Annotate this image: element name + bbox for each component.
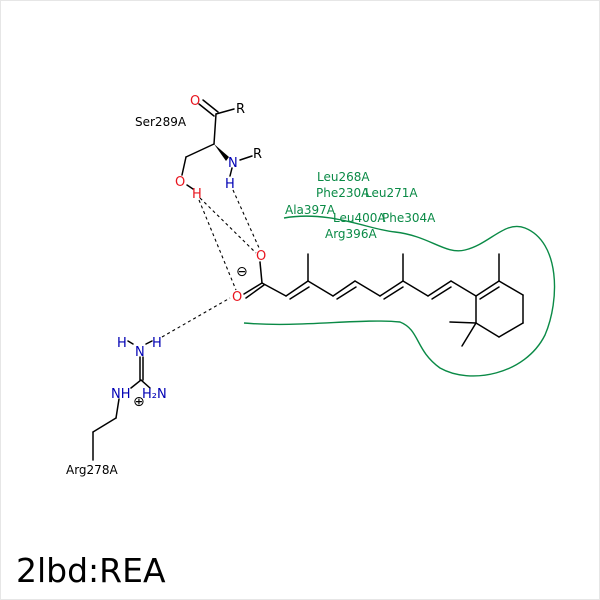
pocket-residue-label: Leu400A bbox=[333, 211, 386, 225]
hbond-ho-o1 bbox=[199, 197, 257, 254]
bond-ne-cd bbox=[115, 398, 120, 419]
bond-cd-cg bbox=[92, 417, 117, 433]
hydrogen-bonds bbox=[161, 189, 261, 338]
chain-bond-9 bbox=[450, 280, 477, 297]
bond-c-o2-double bbox=[245, 284, 265, 299]
guanidine-h2n: H₂N bbox=[142, 387, 167, 402]
positive-charge-icon: ⊕ bbox=[133, 394, 145, 410]
guanidine-hydrogen-1: H bbox=[117, 336, 127, 351]
bond-co-double-a bbox=[198, 103, 215, 117]
bond-cbeta-o bbox=[181, 156, 187, 176]
hbond-arg-o2 bbox=[161, 297, 231, 338]
chain-bond-3 bbox=[307, 280, 334, 297]
hydroxyl-hydrogen: H bbox=[192, 187, 202, 202]
chain-bond-8-double bbox=[431, 286, 452, 300]
bond-n-h2 bbox=[145, 340, 153, 345]
ring-bond-4 bbox=[498, 322, 524, 338]
bond-cz-nh bbox=[130, 379, 142, 389]
chain-bond-4-double bbox=[336, 286, 357, 300]
guanidine-nitrogen: N bbox=[135, 345, 145, 360]
chain-bond-6-double bbox=[383, 286, 404, 300]
r-group-top: R bbox=[236, 102, 245, 117]
ring-bond-1 bbox=[475, 280, 500, 297]
ring-bond-2 bbox=[498, 280, 524, 296]
chain-bond-8 bbox=[427, 280, 452, 297]
retinoic-acid-ligand bbox=[243, 253, 524, 347]
chain-bond-5 bbox=[354, 280, 381, 297]
chain-bond-1 bbox=[261, 282, 287, 297]
carboxylate-oxygen-1: O bbox=[256, 249, 266, 264]
ligand-title: 2lbd:REA bbox=[16, 551, 166, 590]
negative-charge-icon: ⊖ bbox=[236, 264, 248, 280]
chain-bond-6 bbox=[379, 280, 404, 297]
bond-o-h bbox=[186, 184, 194, 190]
bond-n-h1 bbox=[127, 340, 134, 345]
gem-methyl-1 bbox=[449, 321, 477, 324]
wedge-bond bbox=[214, 144, 229, 161]
bond-c-o1 bbox=[259, 261, 263, 284]
hydroxyl-oxygen: O bbox=[175, 175, 185, 190]
bond-n-h bbox=[229, 167, 233, 177]
hbond-nh-o1 bbox=[232, 189, 261, 251]
pocket-residue-label: Leu268A bbox=[317, 170, 370, 184]
carboxylate-oxygen-2: O bbox=[232, 290, 242, 305]
gem-methyl-2 bbox=[461, 322, 477, 347]
guanidine-nh: NH bbox=[111, 387, 131, 402]
hbond-ho-o2 bbox=[198, 199, 237, 291]
guanidine-hydrogen-2: H bbox=[152, 336, 162, 351]
pocket-residue-label: Arg396A bbox=[325, 227, 377, 241]
r-group-n: R bbox=[253, 147, 262, 162]
bond-c-o2 bbox=[243, 282, 263, 295]
ring-bond-5 bbox=[475, 322, 500, 338]
bond-co-double-b bbox=[202, 99, 219, 113]
bond-c-r bbox=[215, 108, 235, 115]
pocket-residue-label: Leu271A bbox=[365, 186, 418, 200]
chain-bond-4 bbox=[332, 280, 356, 297]
chain-bond-2-double bbox=[289, 286, 310, 300]
serine-nitrogen: N bbox=[228, 156, 238, 171]
pocket-residue-label: Ala397A bbox=[285, 203, 336, 217]
ring-bond-1-double bbox=[479, 286, 500, 300]
bond-cz-nh2 bbox=[140, 379, 151, 389]
serine-residue bbox=[181, 99, 253, 190]
bond-calpha-cbeta bbox=[185, 143, 215, 158]
bond-n-r bbox=[239, 155, 253, 161]
bond-c-calpha bbox=[213, 113, 217, 145]
residue-label-arg: Arg278A bbox=[66, 463, 118, 477]
arginine-residue bbox=[92, 340, 153, 461]
pocket-residue-label: Phe230A bbox=[316, 186, 370, 200]
amide-hydrogen: H bbox=[225, 177, 235, 192]
pocket-curve-upper bbox=[243, 215, 556, 377]
pocket-residue-label: Phe304A bbox=[382, 211, 436, 225]
chain-bond-2 bbox=[285, 280, 309, 297]
carbonyl-oxygen: O bbox=[190, 94, 200, 109]
chain-bond-7 bbox=[402, 280, 429, 297]
residue-label-ser: Ser289A bbox=[135, 115, 187, 129]
